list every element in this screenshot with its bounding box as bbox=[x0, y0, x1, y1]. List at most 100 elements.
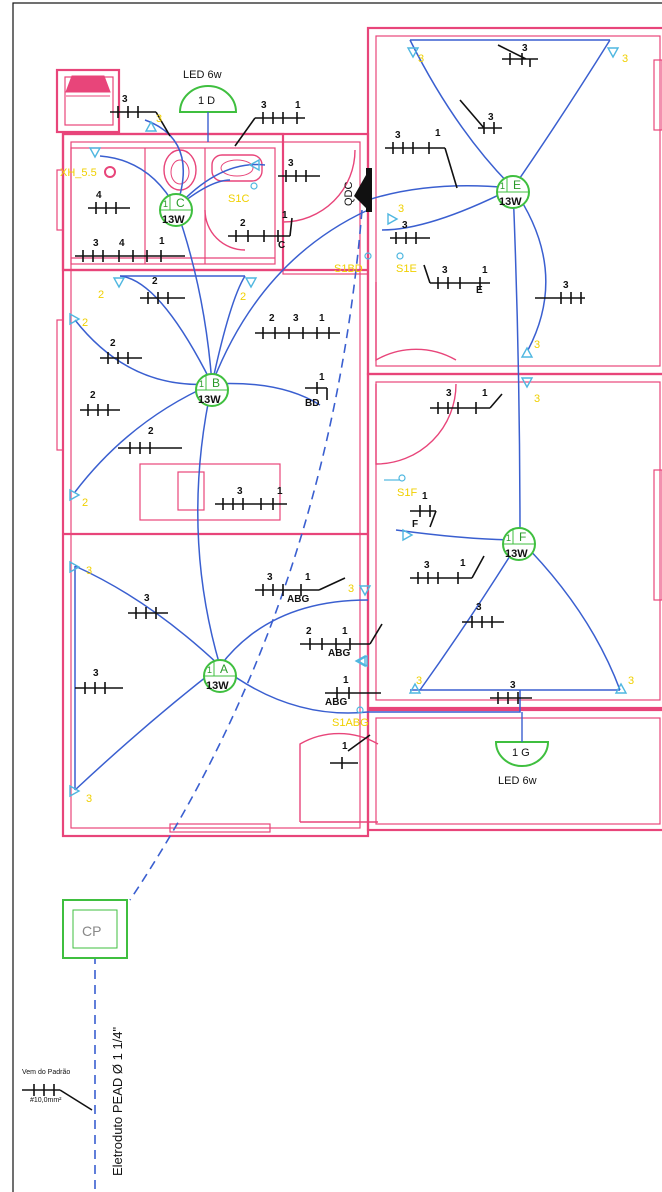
svg-text:1: 1 bbox=[305, 572, 311, 583]
svg-text:3: 3 bbox=[86, 565, 92, 577]
svg-text:2: 2 bbox=[98, 289, 104, 301]
svg-text:B: B bbox=[212, 376, 220, 390]
svg-text:ABG: ABG bbox=[325, 697, 347, 708]
svg-text:1: 1 bbox=[482, 265, 488, 276]
svg-text:1: 1 bbox=[435, 128, 441, 139]
svg-text:1: 1 bbox=[207, 665, 212, 675]
svg-text:3: 3 bbox=[261, 100, 267, 111]
svg-text:1 G: 1 G bbox=[512, 747, 530, 759]
svg-text:LED 6w: LED 6w bbox=[498, 775, 537, 787]
svg-text:1: 1 bbox=[277, 486, 283, 497]
svg-text:13W: 13W bbox=[505, 548, 528, 560]
svg-text:E: E bbox=[476, 285, 483, 296]
lamp-d-led: 1 D LED 6w bbox=[178, 69, 238, 142]
distribution-panel: QDC bbox=[343, 168, 372, 212]
svg-text:1: 1 bbox=[319, 372, 325, 383]
meter-label: CP bbox=[82, 923, 101, 939]
svg-text:1: 1 bbox=[159, 236, 165, 247]
svg-text:1: 1 bbox=[319, 313, 325, 324]
supply-from-label: Vem do Padrão bbox=[22, 1069, 70, 1076]
svg-text:3: 3 bbox=[156, 113, 162, 125]
svg-text:2: 2 bbox=[240, 218, 246, 229]
svg-text:3: 3 bbox=[446, 388, 452, 399]
svg-text:LED 6w: LED 6w bbox=[183, 69, 222, 81]
svg-text:2: 2 bbox=[90, 390, 96, 401]
svg-text:1: 1 bbox=[342, 741, 348, 752]
lamp-c: 1 C 13W bbox=[159, 193, 193, 227]
svg-text:13W: 13W bbox=[499, 196, 522, 208]
svg-text:3: 3 bbox=[534, 393, 540, 405]
supply-annotation: Vem do Padrão #10,0mm² Eletroduto PEAD Ø… bbox=[22, 1026, 125, 1176]
svg-text:A: A bbox=[220, 662, 228, 676]
svg-text:2: 2 bbox=[269, 313, 275, 324]
svg-text:13W: 13W bbox=[206, 680, 229, 692]
svg-text:3: 3 bbox=[93, 238, 99, 249]
lamp-g-led: 1 G LED 6w bbox=[494, 712, 550, 787]
svg-text:F: F bbox=[519, 530, 526, 544]
svg-text:3: 3 bbox=[522, 43, 528, 54]
svg-text:1: 1 bbox=[163, 199, 168, 209]
svg-text:3: 3 bbox=[93, 668, 99, 679]
svg-text:C: C bbox=[176, 196, 185, 210]
svg-text:2: 2 bbox=[240, 291, 246, 303]
svg-text:2: 2 bbox=[110, 338, 116, 349]
svg-text:2: 2 bbox=[152, 276, 158, 287]
svg-text:1: 1 bbox=[282, 210, 288, 221]
svg-text:2: 2 bbox=[82, 497, 88, 509]
svg-text:1: 1 bbox=[295, 100, 301, 111]
svg-text:13W: 13W bbox=[198, 394, 221, 406]
lamp-f: 1 F 13W bbox=[502, 527, 536, 561]
svg-text:C: C bbox=[278, 240, 285, 251]
svg-text:3: 3 bbox=[402, 220, 408, 231]
switch-s1e: S1E bbox=[396, 263, 417, 275]
svg-text:1: 1 bbox=[422, 491, 428, 502]
svg-text:3: 3 bbox=[476, 602, 482, 613]
svg-text:3: 3 bbox=[534, 339, 540, 351]
svg-text:4: 4 bbox=[96, 190, 102, 201]
svg-text:3: 3 bbox=[424, 560, 430, 571]
svg-text:1: 1 bbox=[342, 626, 348, 637]
svg-text:3: 3 bbox=[86, 793, 92, 805]
fixtures bbox=[65, 75, 263, 191]
svg-text:13W: 13W bbox=[162, 214, 185, 226]
switch-s1f: S1F bbox=[397, 487, 417, 499]
svg-text:BD: BD bbox=[305, 398, 319, 409]
lamp-b: 1 B 13W bbox=[195, 373, 229, 407]
svg-text:3: 3 bbox=[510, 680, 516, 691]
conduit-label: Eletroduto PEAD Ø 1 1/4" bbox=[110, 1026, 125, 1176]
panel-label: QDC bbox=[343, 182, 355, 207]
svg-text:3: 3 bbox=[267, 572, 273, 583]
svg-text:4: 4 bbox=[119, 238, 125, 249]
svg-text:1: 1 bbox=[506, 533, 511, 543]
svg-text:3: 3 bbox=[416, 675, 422, 687]
svg-text:3: 3 bbox=[398, 203, 404, 215]
svg-text:1: 1 bbox=[482, 388, 488, 399]
svg-text:ABG: ABG bbox=[287, 594, 309, 605]
svg-text:3: 3 bbox=[628, 675, 634, 687]
svg-text:ABG: ABG bbox=[328, 648, 350, 659]
meter-box: CP bbox=[62, 899, 128, 959]
svg-text:E: E bbox=[513, 178, 521, 192]
switch-s1abg: S1ABG bbox=[332, 717, 369, 729]
svg-text:2: 2 bbox=[148, 426, 154, 437]
feeder-conduit bbox=[129, 209, 363, 901]
svg-text:3: 3 bbox=[563, 280, 569, 291]
svg-text:1: 1 bbox=[500, 181, 505, 191]
switches: S1C S1BD S1E S1F S1ABG bbox=[228, 182, 417, 729]
svg-text:1 D: 1 D bbox=[198, 95, 215, 107]
svg-text:F: F bbox=[412, 519, 418, 530]
svg-text:3: 3 bbox=[144, 593, 150, 604]
svg-text:3: 3 bbox=[418, 53, 424, 65]
svg-text:3: 3 bbox=[122, 94, 128, 105]
svg-text:2: 2 bbox=[306, 626, 312, 637]
outlets: 3 3 3 3 3 3 3 3 2 2 2 2 3 3 3 XH_5.5 bbox=[60, 47, 634, 805]
svg-text:2: 2 bbox=[82, 317, 88, 329]
switch-s1bd: S1BD bbox=[334, 263, 363, 275]
svg-text:3: 3 bbox=[288, 158, 294, 169]
lamp-e: 1 E 13W bbox=[496, 175, 530, 209]
lamp-a: 1 A 13W bbox=[203, 659, 237, 693]
shower-outlet-label: XH_5.5 bbox=[60, 167, 97, 179]
svg-text:3: 3 bbox=[293, 313, 299, 324]
